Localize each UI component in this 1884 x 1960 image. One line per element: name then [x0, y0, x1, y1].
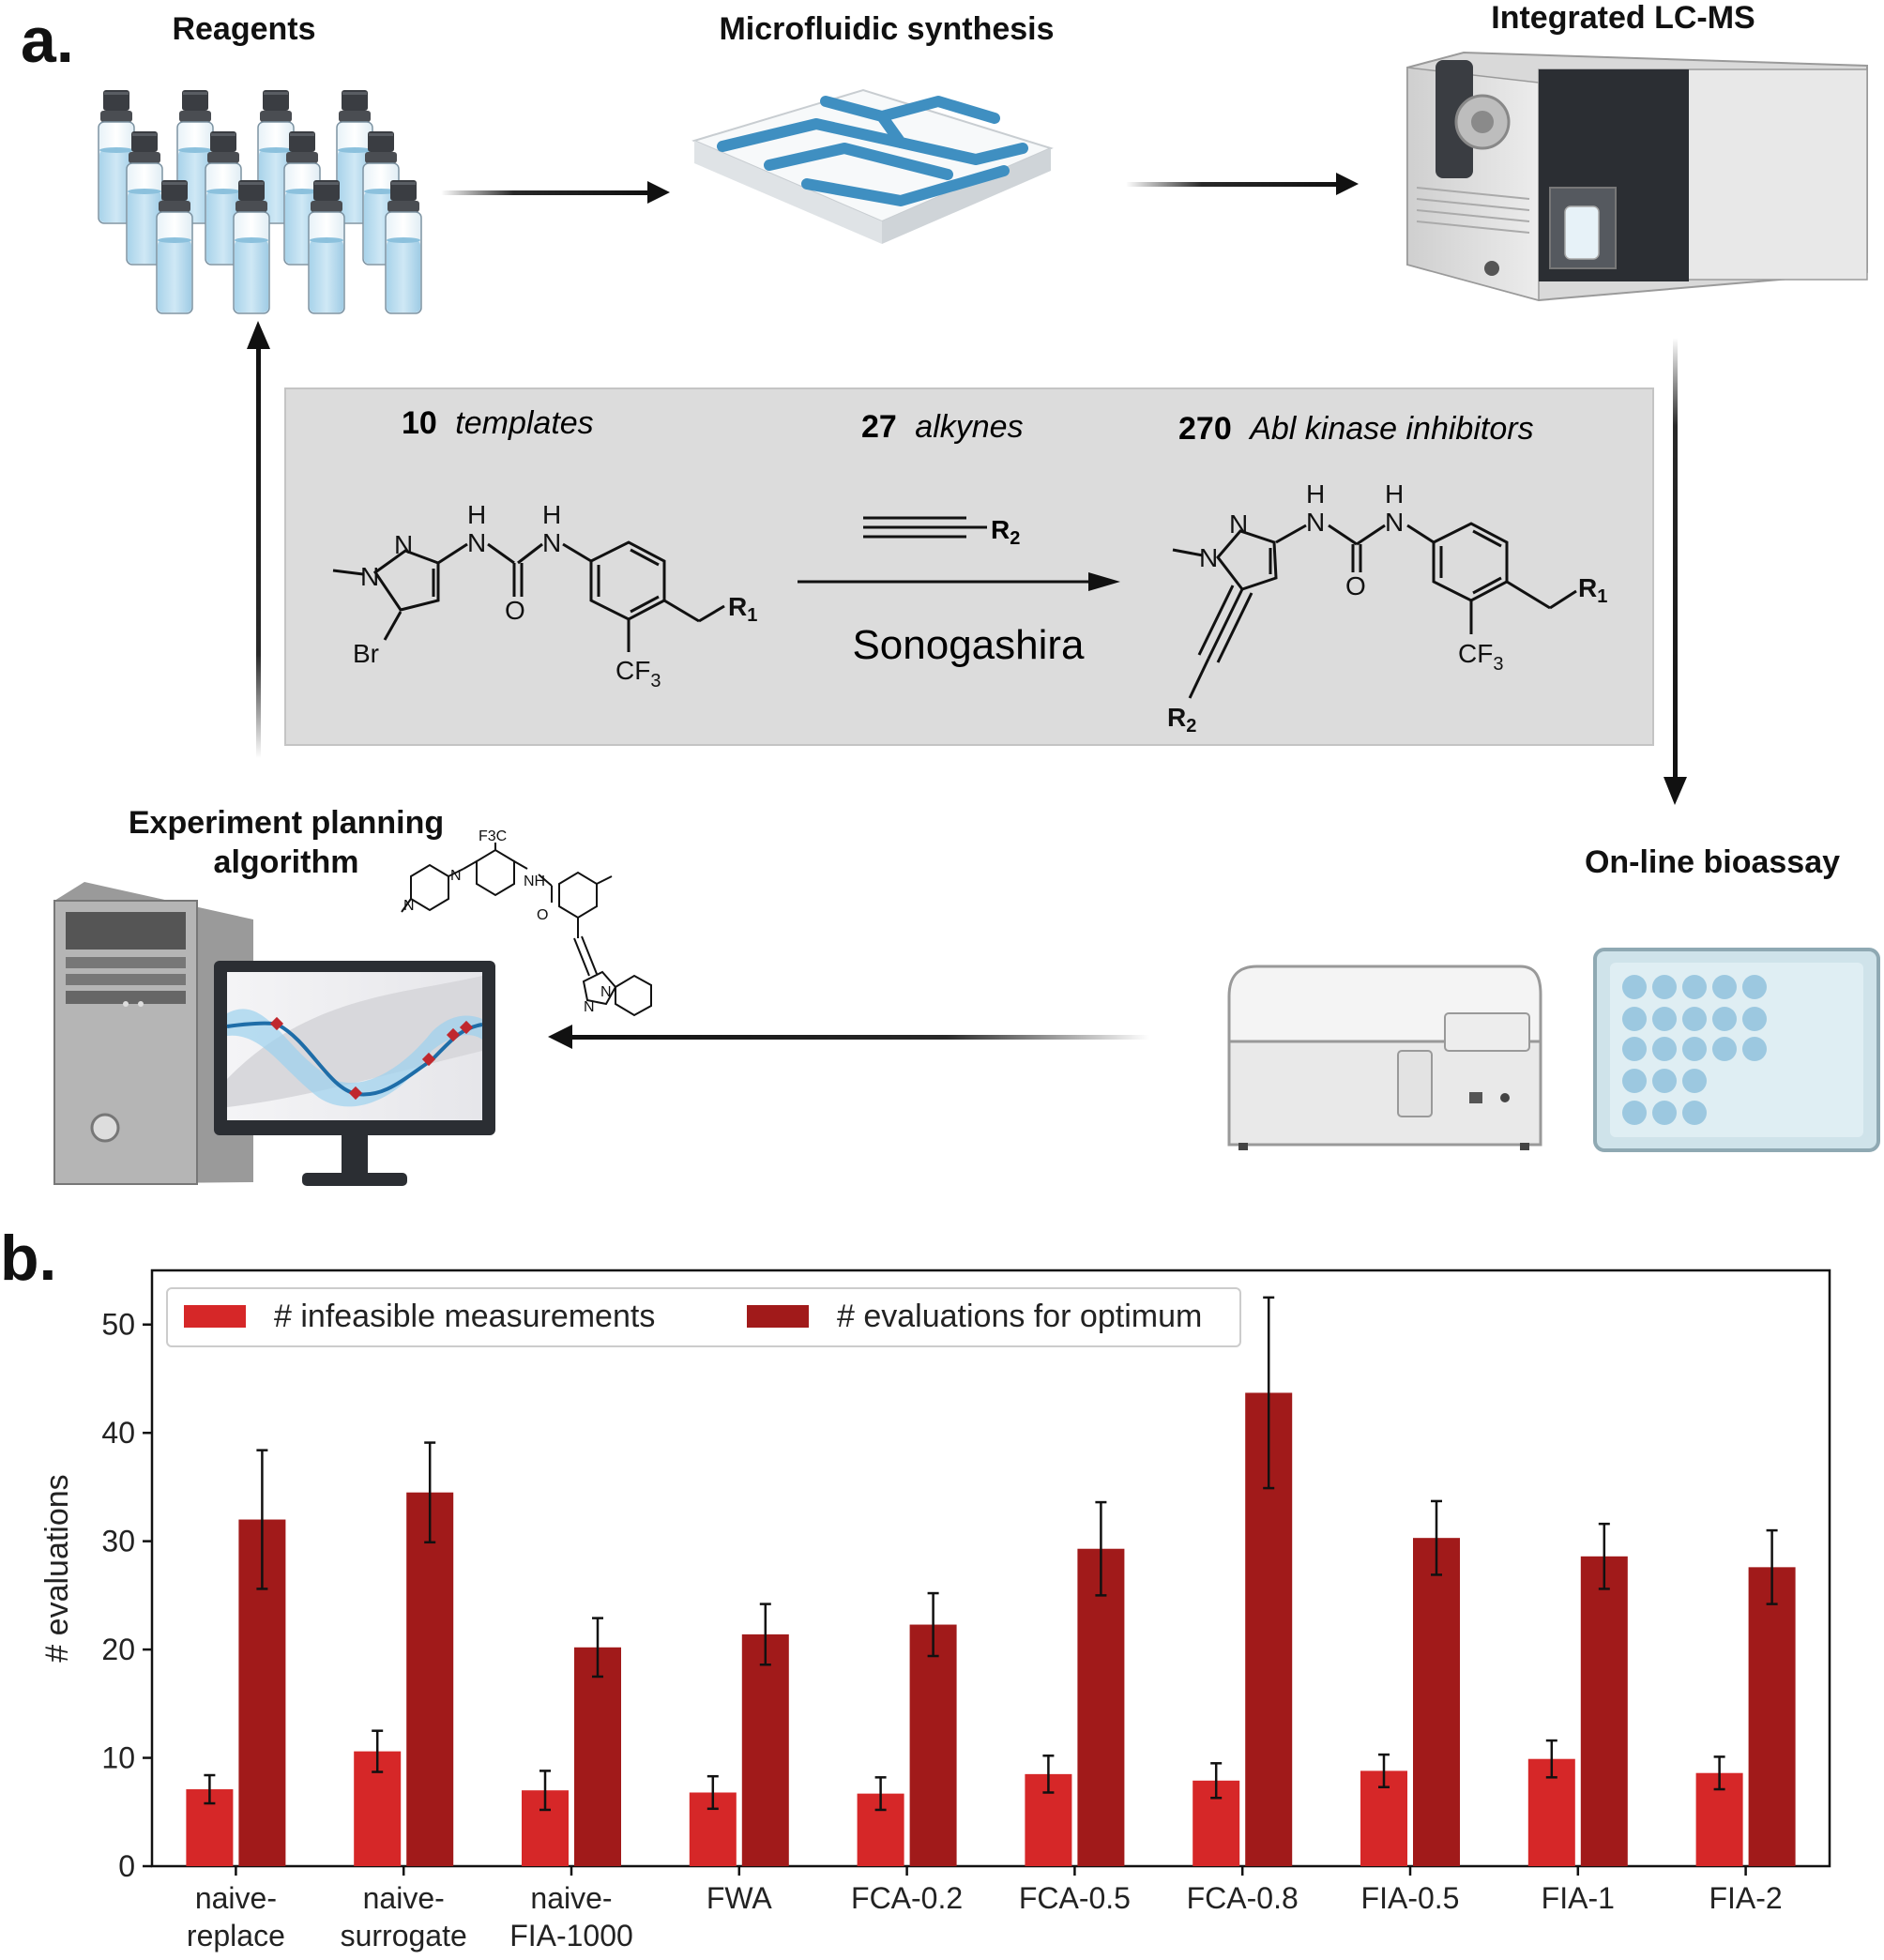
x-tick-label: FIA-1000	[509, 1919, 633, 1952]
planning-label: Experiment planning algorithm	[113, 803, 460, 882]
svg-text:N: N	[1199, 543, 1218, 572]
x-tick-label: naive-	[363, 1881, 445, 1915]
alkyne-r2-label: R2	[991, 515, 1020, 549]
bar-evaluations	[741, 1633, 789, 1866]
svg-text:H: H	[467, 500, 486, 529]
svg-text:R1: R1	[1578, 573, 1607, 607]
product-molecule	[1172, 522, 1577, 699]
templates-caption: 10 templates	[402, 405, 594, 441]
svg-text:N: N	[1385, 508, 1404, 537]
x-tick-label: FIA-1	[1542, 1881, 1615, 1915]
svg-text:O: O	[537, 907, 548, 923]
svg-text:F3C: F3C	[479, 828, 507, 844]
alkynes-word: alkynes	[915, 409, 1023, 445]
lcms-instrument-icon	[1406, 51, 1868, 302]
x-tick-label: FIA-2	[1709, 1881, 1782, 1915]
svg-text:H: H	[1306, 479, 1325, 509]
panel-a-letter: a.	[21, 5, 74, 76]
microfluidic-chip-icon	[691, 88, 1054, 244]
svg-text:N: N	[403, 898, 415, 914]
bar-chart: 0 10 20 30 40 50 # evaluations naive-replace nai…	[39, 1269, 1831, 1952]
svg-text:N: N	[450, 868, 462, 884]
panel-b-letter: b.	[0, 1223, 57, 1294]
well-plate-icon	[1593, 948, 1880, 1152]
templates-word: templates	[455, 405, 593, 441]
y-tick-label: 10	[101, 1741, 135, 1775]
svg-text:N: N	[467, 528, 486, 557]
legend-swatch	[747, 1305, 809, 1328]
svg-text:H: H	[1385, 479, 1404, 509]
svg-text:O: O	[505, 596, 525, 625]
lcms-label: Integrated LC-MS	[1491, 0, 1755, 36]
workflow-diagram: 10 templates 27 alkynes 270 Abl kinase i…	[53, 51, 1880, 1186]
computer-tower-icon	[53, 882, 253, 1185]
x-tick-label: FCA-0.5	[1019, 1881, 1131, 1915]
inhibitors-caption: 270 Abl kinase inhibitors	[1178, 411, 1534, 447]
small-molecule-labels: F3C N N NH O N N	[403, 828, 612, 1015]
svg-text:NH: NH	[524, 874, 545, 889]
svg-text:R2: R2	[1167, 703, 1196, 737]
x-tick-label: FIA-0.5	[1361, 1881, 1460, 1915]
svg-text:N: N	[1306, 508, 1325, 537]
bioassay-label: On-line bioassay	[1584, 844, 1841, 880]
inhibitors-word: Abl kinase inhibitors	[1248, 411, 1533, 447]
x-tick-label: FCA-0.2	[851, 1881, 963, 1915]
legend-label: # infeasible measurements	[274, 1299, 655, 1334]
inhibitors-count: 270	[1178, 411, 1232, 447]
svg-text:R1: R1	[728, 592, 757, 626]
alkynes-count: 27	[861, 409, 897, 445]
plate-reader-icon	[1227, 965, 1542, 1150]
y-tick-label: 40	[101, 1416, 135, 1450]
x-tick-label: naive-	[530, 1881, 612, 1915]
y-tick-label: 20	[101, 1633, 135, 1666]
svg-text:N: N	[542, 528, 561, 557]
x-tick-label: FCA-0.8	[1187, 1881, 1299, 1915]
svg-text:N: N	[1229, 509, 1248, 539]
y-axis-label: # evaluations	[39, 1474, 75, 1662]
x-tick-label: replace	[187, 1919, 285, 1952]
reagents-label: Reagents	[172, 11, 316, 47]
product-molecule-labels: N N N H N H O CF3 R1 R2	[1167, 479, 1607, 737]
alkyne-structure	[863, 516, 987, 539]
svg-text:CF3: CF3	[1458, 639, 1503, 675]
x-tick-label: naive-	[195, 1881, 277, 1915]
template-molecule-labels: N N N H N H O Br CF3 R1	[353, 500, 757, 691]
y-tick-label: 0	[118, 1849, 135, 1883]
microfluidic-label: Microfluidic synthesis	[719, 11, 1055, 47]
sonogashira-label: Sonogashira	[852, 622, 1085, 668]
svg-text:O: O	[1345, 571, 1366, 600]
bar-evaluations	[1748, 1567, 1796, 1866]
x-tick-label: surrogate	[341, 1919, 467, 1952]
svg-text:Br: Br	[353, 639, 379, 668]
x-tick-label: FWA	[706, 1881, 773, 1915]
templates-count: 10	[402, 405, 437, 441]
svg-text:N: N	[584, 999, 595, 1015]
alkynes-caption: 27 alkynes	[861, 409, 1024, 445]
small-molecule-structure	[401, 843, 652, 1017]
bar-evaluations	[1413, 1538, 1460, 1866]
legend-box	[166, 1287, 1241, 1347]
planning-label-line2: algorithm	[213, 844, 359, 880]
bar-evaluations	[1580, 1556, 1628, 1866]
bar-evaluations	[909, 1624, 957, 1866]
plot-frame	[150, 1269, 1831, 1868]
legend-label: # evaluations for optimum	[837, 1299, 1202, 1334]
svg-text:N: N	[360, 562, 379, 591]
svg-text:N: N	[600, 984, 612, 1000]
svg-text:H: H	[542, 500, 561, 529]
bar-evaluations	[574, 1647, 621, 1866]
svg-text:CF3: CF3	[615, 656, 661, 691]
legend-swatch	[184, 1305, 246, 1328]
bar-evaluations	[406, 1492, 454, 1866]
monitor-icon	[214, 961, 495, 1186]
planning-label-line1: Experiment planning	[128, 805, 445, 841]
svg-text:N: N	[394, 530, 413, 559]
bar-evaluations	[1077, 1548, 1125, 1866]
reagent-vials-icon	[98, 89, 422, 314]
y-tick-label: 30	[101, 1525, 135, 1558]
template-molecule	[332, 540, 725, 652]
y-tick-label: 50	[101, 1308, 135, 1342]
